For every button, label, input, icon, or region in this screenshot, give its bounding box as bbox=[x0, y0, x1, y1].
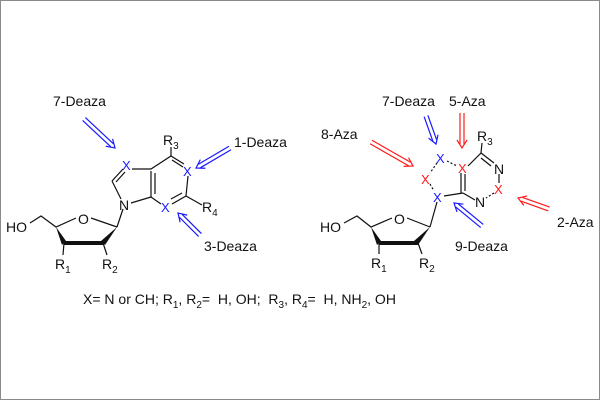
label-7-deaza-left: 7-Deaza bbox=[53, 93, 106, 109]
atom-n1: N bbox=[494, 161, 504, 177]
bond bbox=[170, 192, 183, 200]
arrow-head bbox=[105, 138, 116, 149]
arrow-head bbox=[516, 195, 528, 206]
right-molecule bbox=[343, 142, 500, 255]
atom-ho: HO bbox=[6, 219, 27, 235]
atom-x2: X bbox=[494, 182, 503, 197]
arrow-8-aza bbox=[369, 139, 414, 167]
atom-x9: X bbox=[433, 190, 442, 205]
r3-label: R3 bbox=[477, 128, 493, 148]
arrow-shaft bbox=[427, 115, 438, 140]
label-5-aza: 5-Aza bbox=[449, 93, 486, 109]
bond bbox=[90, 217, 118, 228]
bond bbox=[185, 175, 189, 197]
bond bbox=[111, 168, 124, 182]
atom-ho: HO bbox=[320, 219, 341, 235]
arrow-shaft bbox=[84, 117, 114, 145]
atom-x1: X bbox=[183, 164, 192, 179]
wedge-bond bbox=[371, 227, 381, 245]
bond bbox=[171, 195, 187, 205]
label-3-deaza: 3-Deaza bbox=[204, 238, 257, 254]
bond bbox=[185, 195, 203, 206]
arrow-head bbox=[177, 212, 188, 223]
bond bbox=[132, 155, 185, 170]
label-9-deaza: 9-Deaza bbox=[455, 238, 508, 254]
label-7-deaza-right: 7-Deaza bbox=[382, 93, 435, 109]
label-2-aza: 2-Aza bbox=[557, 214, 594, 230]
bond bbox=[150, 196, 162, 205]
atom-x7: X bbox=[122, 158, 131, 173]
bond bbox=[417, 242, 423, 255]
atom-x8: X bbox=[421, 172, 430, 187]
atom-o: O bbox=[78, 211, 89, 227]
bond bbox=[462, 192, 476, 201]
atom-n9: N bbox=[119, 197, 129, 213]
wedge-bond bbox=[414, 227, 430, 245]
arrow-1-deaza bbox=[195, 145, 232, 169]
arrow-head bbox=[403, 157, 414, 167]
bond bbox=[29, 215, 77, 228]
arrow-shaft bbox=[181, 213, 202, 235]
label-1-deaza: 1-Deaza bbox=[234, 134, 287, 150]
atom-x3: X bbox=[161, 200, 170, 215]
arrow-5-aza bbox=[456, 113, 468, 150]
bond bbox=[485, 192, 495, 199]
arrow-shaft bbox=[457, 203, 484, 225]
atom-o: O bbox=[394, 211, 405, 227]
bond bbox=[406, 217, 431, 228]
bond bbox=[443, 192, 464, 197]
arrow-9-deaza bbox=[453, 202, 484, 229]
bond bbox=[446, 160, 458, 167]
bond bbox=[429, 183, 435, 192]
arrow-shaft bbox=[522, 196, 550, 208]
arrow-shaft bbox=[200, 149, 232, 169]
r4-label: R4 bbox=[202, 199, 218, 219]
left-molecule bbox=[29, 147, 203, 256]
bond bbox=[116, 208, 124, 228]
bond bbox=[111, 180, 122, 200]
atom-x5: X bbox=[458, 161, 467, 176]
arrow-shaft bbox=[178, 216, 200, 237]
r1-label: R1 bbox=[371, 255, 387, 275]
arrow-shaft bbox=[369, 143, 409, 167]
r2-label: R2 bbox=[102, 256, 118, 276]
bond bbox=[480, 152, 495, 164]
bond bbox=[102, 242, 108, 256]
r3-label: R3 bbox=[163, 132, 179, 152]
wedge-bond bbox=[101, 227, 117, 245]
bond bbox=[115, 171, 126, 183]
arrows bbox=[82, 113, 550, 237]
arrow-2-aza bbox=[516, 195, 550, 212]
arrow-shaft bbox=[520, 200, 549, 212]
arrow-shaft bbox=[455, 206, 482, 229]
arrow-shaft bbox=[423, 116, 434, 142]
label-8-aza: 8-Aza bbox=[321, 126, 358, 142]
atom-x7: X bbox=[436, 151, 445, 166]
arrow-head bbox=[428, 134, 439, 146]
arrow-shaft bbox=[82, 120, 112, 148]
bond bbox=[429, 201, 438, 228]
bond bbox=[343, 215, 393, 228]
r1-label: R1 bbox=[55, 256, 71, 276]
arrow-head bbox=[195, 159, 206, 169]
substituent-legend: X= N or CH; R1, R2= H, OH; R3, R4= H, NH… bbox=[83, 291, 396, 311]
arrow-7-deaza-right bbox=[423, 115, 439, 146]
bond bbox=[130, 196, 152, 204]
arrow-7-deaza-left bbox=[82, 117, 116, 149]
bond bbox=[62, 242, 65, 256]
r2-label: R2 bbox=[419, 255, 435, 275]
bond bbox=[480, 142, 483, 154]
arrow-head bbox=[453, 202, 464, 213]
arrow-shaft bbox=[198, 145, 230, 165]
arrow-shaft bbox=[371, 139, 411, 163]
bond bbox=[467, 152, 482, 167]
bond bbox=[171, 159, 184, 168]
arrow-head bbox=[456, 139, 468, 150]
arrow-3-deaza bbox=[177, 212, 202, 237]
atom-n3: N bbox=[475, 194, 485, 210]
wedge-bond bbox=[56, 227, 66, 245]
bond bbox=[480, 157, 492, 167]
